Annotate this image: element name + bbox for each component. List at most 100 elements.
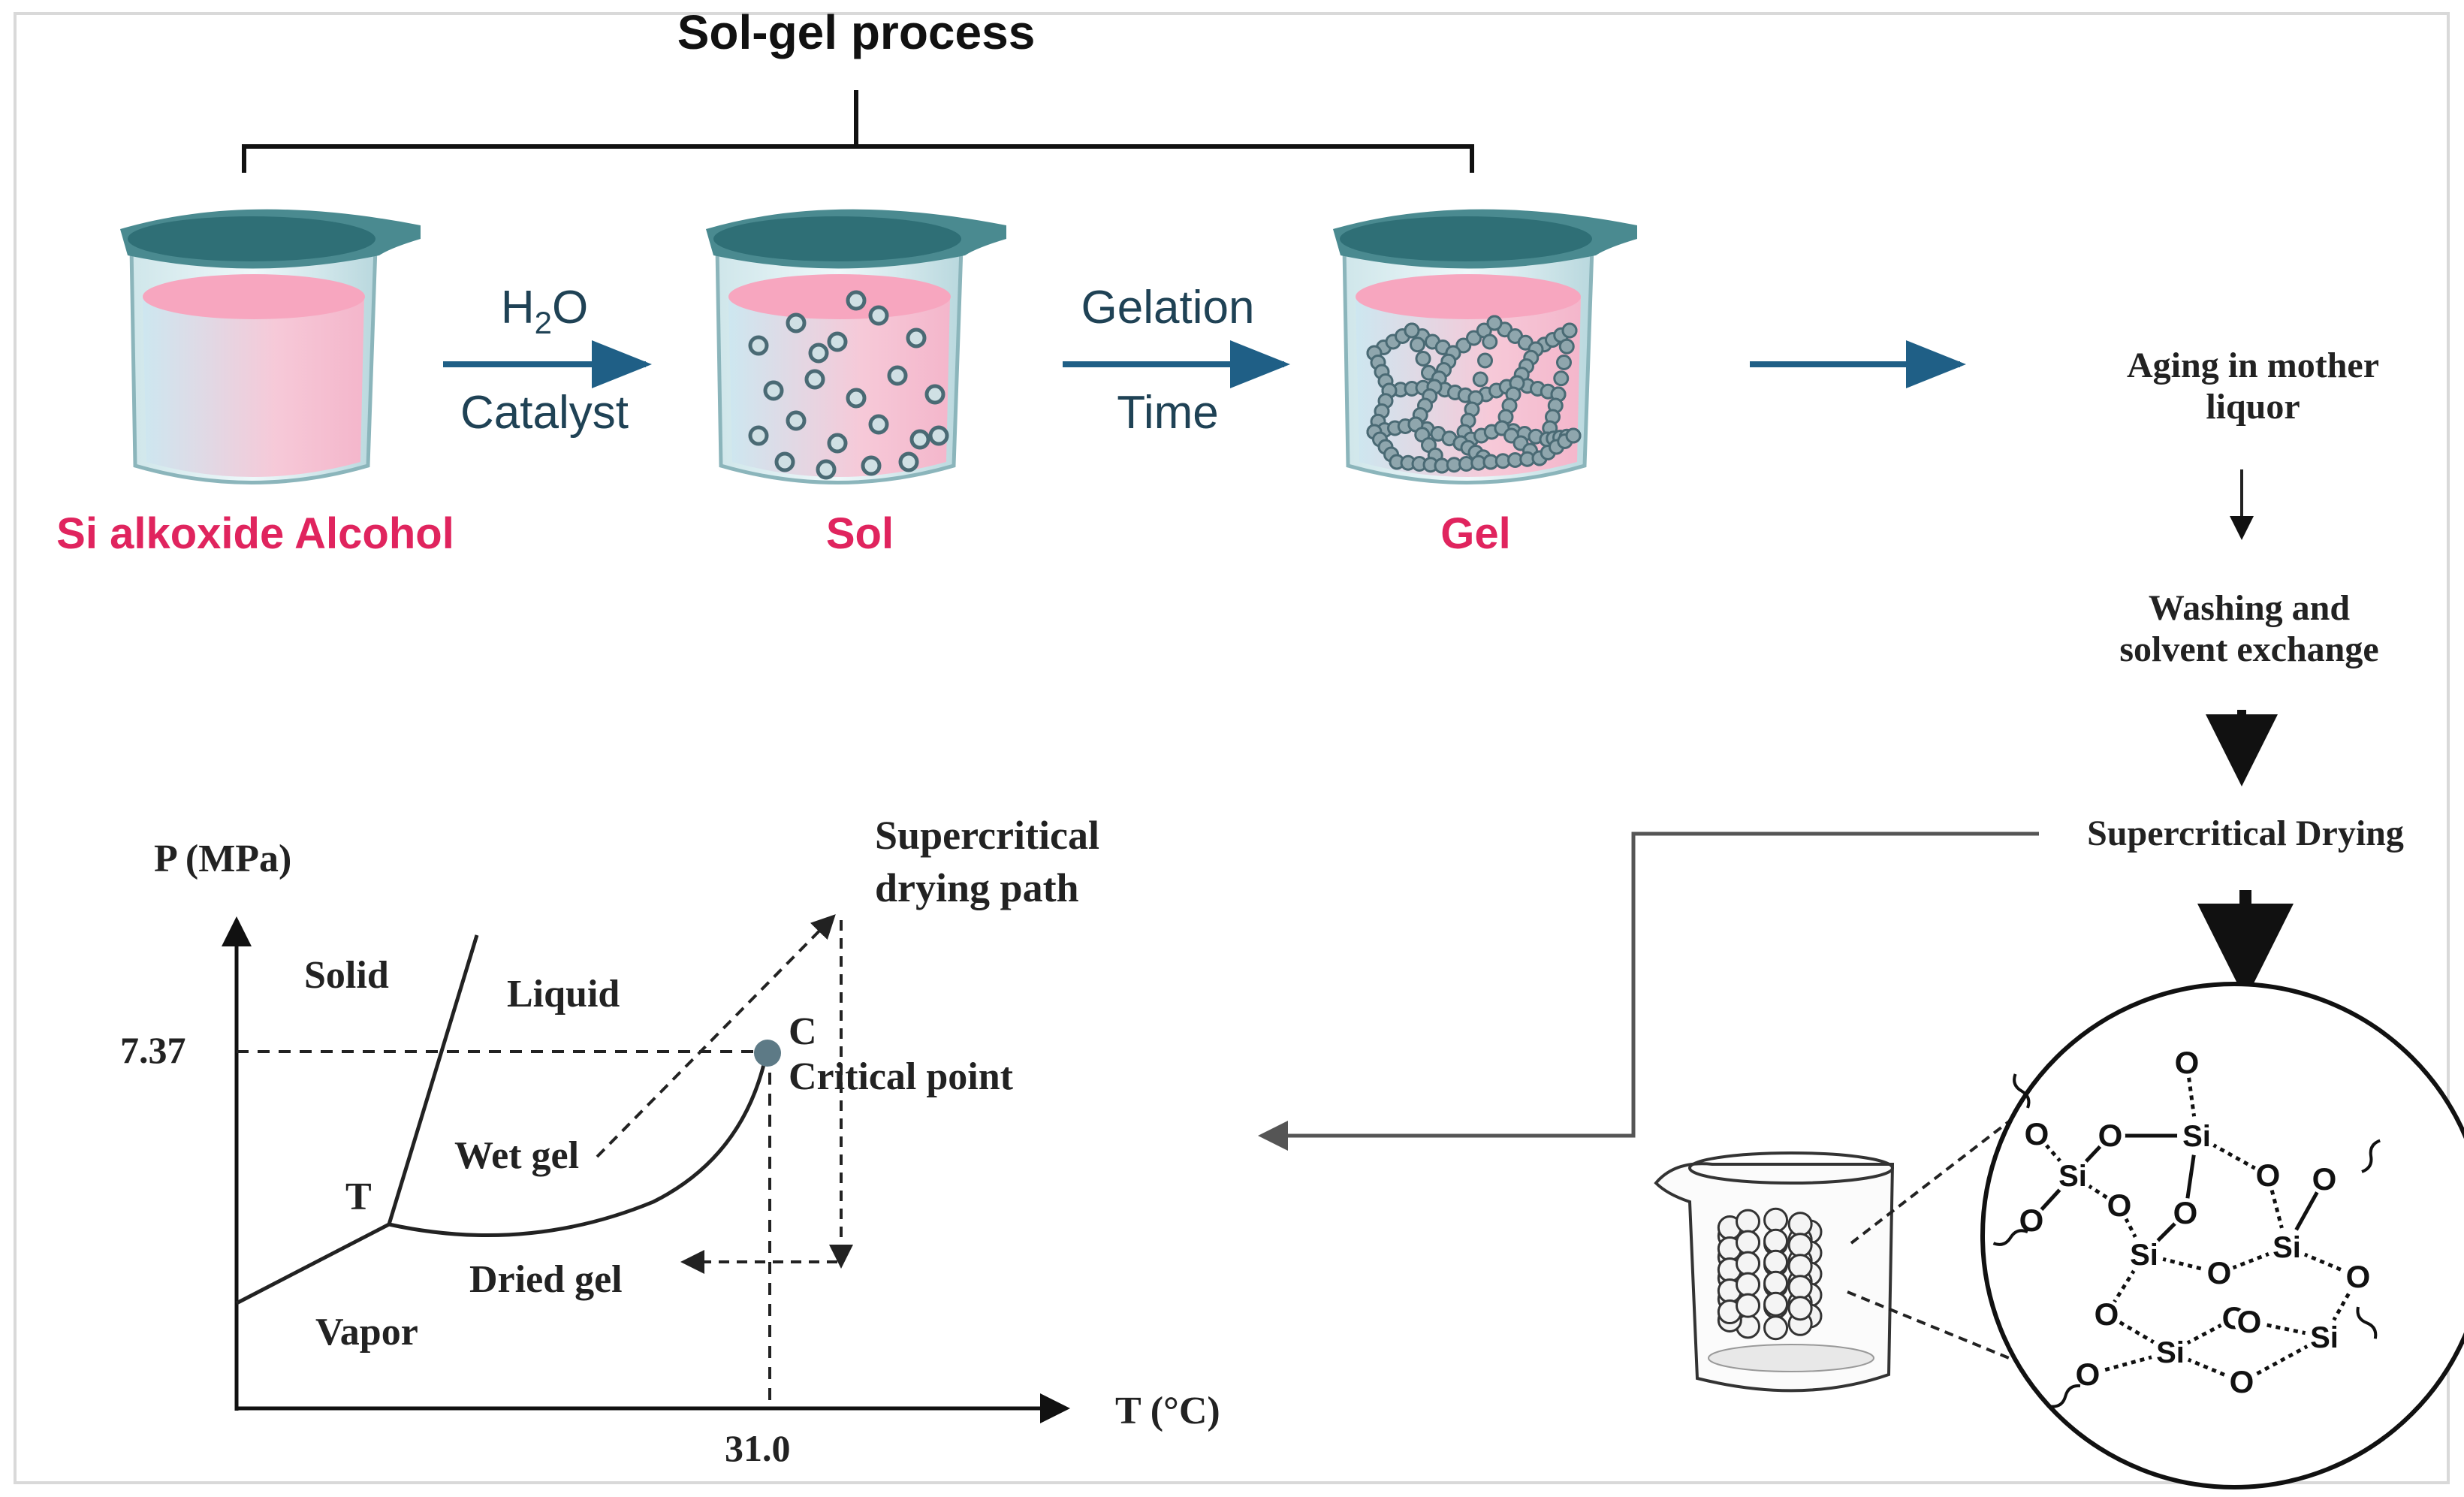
atom-background — [2204, 1258, 2234, 1288]
sol-particle — [804, 369, 825, 390]
gelation-label: Gelation — [1081, 282, 1255, 334]
oxygen-atom: O — [2346, 1259, 2371, 1294]
drying-path-label-line1: Supercritical — [875, 813, 1099, 858]
oxygen-atom: O — [2173, 1195, 2198, 1230]
drying-step-label: Supercritical Drying — [2087, 813, 2404, 853]
aerogel-bead — [1787, 1254, 1813, 1279]
atom-background — [2053, 1156, 2092, 1195]
sol-particle — [868, 305, 889, 326]
oxygen-atom: O — [2175, 1045, 2200, 1080]
sol-particle — [748, 335, 769, 356]
wavy-bond — [2050, 1384, 2081, 1408]
aerogel-bead — [1763, 1315, 1789, 1341]
atom-background — [2104, 1191, 2134, 1221]
oxygen-atom: O — [2207, 1255, 2232, 1290]
wavy-bond — [2361, 1139, 2381, 1173]
gel-bead — [1486, 315, 1503, 331]
sol-particle — [786, 312, 807, 334]
aerogel-bead — [1763, 1291, 1789, 1317]
oxygen-atom: O — [2230, 1364, 2254, 1399]
critical-point-marker — [754, 1040, 781, 1067]
drying-path-label-line2: drying path — [875, 865, 1079, 910]
wavy-bond — [1992, 1229, 2028, 1246]
gel-bead — [1466, 330, 1482, 346]
atom-background — [2177, 1116, 2216, 1155]
gel-bead — [1455, 337, 1472, 354]
aerogel-beaker — [1654, 1151, 1895, 1393]
atom-background — [2234, 1307, 2264, 1337]
oxygen-atom: O — [2107, 1188, 2132, 1223]
sol-particle — [808, 343, 829, 364]
sol-particle — [748, 425, 769, 446]
silicon-atom: Si — [2058, 1160, 2087, 1193]
sol-particle — [906, 327, 927, 349]
path-arrow-up — [596, 914, 836, 1158]
gel-bead — [1482, 334, 1498, 350]
aerogel-bead — [1763, 1249, 1789, 1275]
sol-particle — [924, 384, 945, 405]
gel-bead — [1477, 352, 1493, 369]
atom-background — [2172, 1048, 2202, 1078]
aging-step-line1: Aging in mother — [2127, 346, 2379, 385]
gel-bead — [1565, 427, 1582, 444]
sol-particles — [748, 290, 949, 480]
aerogel-bead — [1736, 1251, 1760, 1276]
gel-bead — [1558, 338, 1575, 355]
aerogel-bead — [1787, 1296, 1813, 1321]
beaker-alkoxide — [120, 209, 421, 484]
gel-bead — [1410, 337, 1425, 353]
washing-step-line1: Washing and — [2149, 588, 2350, 628]
atom-background — [2227, 1367, 2257, 1397]
sol-particle — [816, 459, 837, 480]
gel-bead — [1556, 355, 1572, 370]
silicon-atom: Si — [2310, 1321, 2339, 1354]
silicon-atom: Si — [2156, 1336, 2185, 1369]
critical-letter: C — [789, 1010, 817, 1053]
aerogel-particles — [1717, 1207, 1823, 1341]
outer-frame — [14, 12, 2450, 1484]
zoom-line-top — [1850, 1103, 2033, 1245]
region-wet-gel: Wet gel — [454, 1134, 579, 1177]
region-liquid: Liquid — [507, 973, 620, 1016]
network-circle — [1980, 982, 2464, 1489]
aerogel-bead — [1787, 1233, 1813, 1258]
aerogel-bead — [1787, 1275, 1813, 1300]
region-dried-gel: Dried gel — [469, 1258, 623, 1301]
atom-background — [2170, 1198, 2200, 1228]
x-tick-310: 31.0 — [725, 1427, 791, 1469]
silicon-atom: Si — [2182, 1120, 2211, 1153]
sol-particle — [928, 425, 949, 446]
h2o-label: H2O — [501, 282, 588, 340]
oxygen-atom: O — [2025, 1116, 2049, 1151]
phase-diagram: P (MPa) T (°C) 7.37 31.0 Solid Liquid We… — [120, 813, 1220, 1469]
sol-particle — [763, 380, 784, 401]
beaker-alkoxide-label: Si alkoxide Alcohol — [56, 509, 454, 558]
aerogel-bead — [1763, 1228, 1789, 1254]
sol-particle — [846, 388, 867, 409]
sol-particle — [868, 414, 889, 435]
atom-background — [2343, 1262, 2373, 1292]
molecule-bond — [2240, 1335, 2326, 1384]
wavy-bond — [2013, 1073, 2031, 1109]
triple-point-label: T — [345, 1176, 372, 1218]
gel-bead — [1415, 351, 1431, 367]
y-tick-737: 7.37 — [120, 1029, 186, 1071]
atom-background — [2095, 1121, 2125, 1151]
silicon-atom: Si — [2130, 1239, 2158, 1272]
aerogel-bead — [1736, 1209, 1760, 1234]
gel-bead — [1553, 370, 1570, 387]
beaker-gel-label: Gel — [1440, 509, 1511, 558]
atom-background — [2151, 1333, 2190, 1372]
washing-step-line2: solvent exchange — [2119, 629, 2378, 669]
wavy-bond — [2356, 1306, 2378, 1339]
sol-particle — [861, 455, 882, 476]
oxygen-atom: O — [2312, 1161, 2337, 1197]
atom-background — [2253, 1160, 2283, 1191]
atom-background — [2092, 1299, 2122, 1329]
atom-background — [2267, 1227, 2306, 1266]
atom-background — [2073, 1360, 2103, 1390]
melting-curve — [387, 934, 479, 1225]
